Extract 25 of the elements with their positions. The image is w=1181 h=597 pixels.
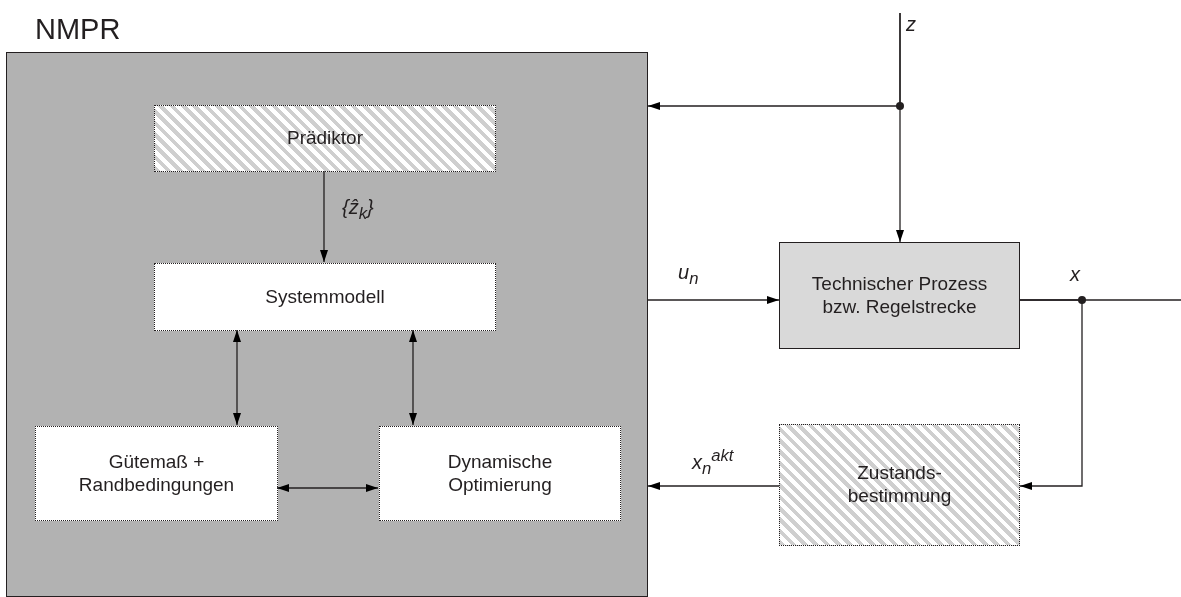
block-label: Gütemaß + Randbedingungen (77, 450, 236, 497)
hatched-block (154, 105, 496, 172)
signal-label: x (1070, 264, 1080, 284)
block-label: Technischer Prozess bzw. Regelstrecke (810, 272, 989, 319)
block-label: Dynamische Optimierung (446, 450, 554, 497)
arrow (276, 484, 379, 492)
process-block (154, 263, 496, 331)
process-block (779, 242, 1020, 349)
arrow (320, 170, 328, 263)
block-label: Zustands- bestimmung (846, 462, 953, 508)
arrow (409, 329, 417, 426)
process-block (379, 426, 621, 521)
arrow (1019, 299, 1083, 490)
panel-title: NMPR (35, 13, 121, 46)
process-block (35, 426, 278, 521)
block-label: Prädiktor (287, 127, 363, 150)
hatched-block (779, 424, 1020, 546)
block-label: Systemmodell (265, 285, 385, 309)
signal-label: z (906, 14, 916, 34)
arrow (647, 296, 780, 304)
signal-label: u$_{n}$ (678, 262, 699, 288)
signal-label: {ẑ$_{k}$} (342, 197, 374, 223)
arrow (233, 329, 241, 426)
arrow (647, 482, 780, 490)
arrow (896, 12, 904, 243)
